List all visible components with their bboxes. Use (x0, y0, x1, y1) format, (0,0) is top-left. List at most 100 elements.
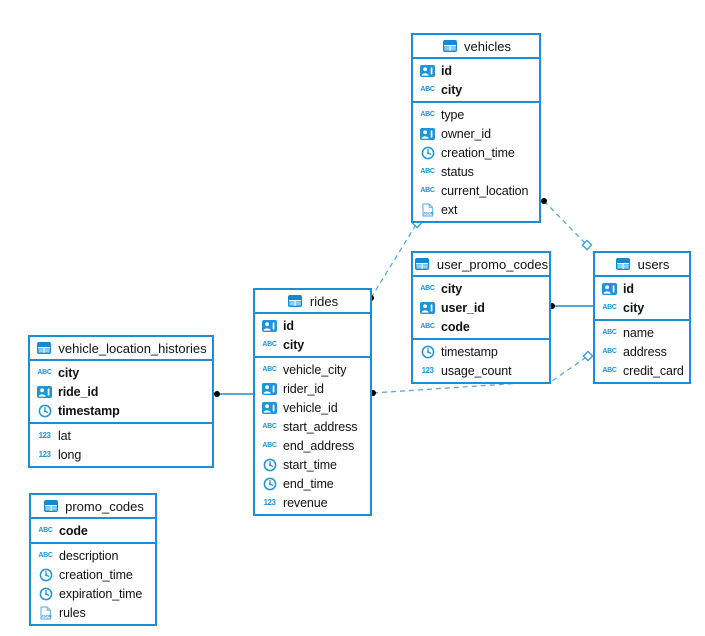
id-icon (601, 282, 618, 296)
table-icon (287, 294, 304, 308)
field-label: timestamp (58, 403, 120, 418)
field-row-rider_id[interactable]: rider_id (255, 379, 370, 398)
key-field-row-id[interactable]: id (413, 61, 539, 80)
field-row-start_time[interactable]: start_time (255, 455, 370, 474)
field-row-current_location[interactable]: ABC current_location (413, 181, 539, 200)
field-row-creation_time[interactable]: creation_time (31, 565, 155, 584)
field-label: end_time (283, 476, 334, 491)
field-row-expiration_time[interactable]: expiration_time (31, 584, 155, 603)
number-icon-glyph: 123 (263, 498, 276, 507)
text-icon-glyph: ABC (420, 323, 435, 330)
timestamp-icon (36, 404, 53, 418)
key-field-row-code[interactable]: ABC code (31, 521, 155, 540)
number-icon: 123 (36, 448, 53, 462)
text-icon: ABC (37, 524, 54, 538)
key-field-row-id[interactable]: id (595, 279, 689, 298)
field-row-timestamp[interactable]: timestamp (413, 342, 549, 361)
text-icon-glyph: ABC (38, 527, 53, 534)
number-icon: 123 (261, 496, 278, 510)
number-icon: 123 (419, 364, 436, 378)
field-label: city (58, 365, 80, 380)
field-label: vehicle_id (283, 400, 338, 415)
table-header-users[interactable]: users (595, 253, 689, 277)
table-header-user_promo_codes[interactable]: user_promo_codes (413, 253, 549, 277)
field-row-creation_time[interactable]: creation_time (413, 143, 539, 162)
relationship-dot-marker (214, 391, 220, 397)
number-icon-glyph: 123 (38, 450, 51, 459)
table-header-promo_codes[interactable]: promo_codes (31, 495, 155, 519)
field-label: code (59, 523, 88, 538)
text-icon: ABC (601, 326, 618, 340)
table-header-vehicles[interactable]: vehicles (413, 35, 539, 59)
field-row-vehicle_id[interactable]: vehicle_id (255, 398, 370, 417)
table-header-rides[interactable]: rides (255, 290, 370, 314)
key-field-row-user_id[interactable]: user_id (413, 298, 549, 317)
id-icon (36, 385, 53, 399)
text-icon-glyph: ABC (262, 442, 277, 449)
table-header-vehicle_location_histories[interactable]: vehicle_location_histories (30, 337, 212, 361)
field-label: type (441, 107, 465, 122)
key-field-row-ride_id[interactable]: ride_id (30, 382, 212, 401)
text-icon: ABC (419, 165, 436, 179)
field-label: creation_time (441, 145, 515, 160)
number-icon-glyph: 123 (38, 431, 51, 440)
field-row-end_time[interactable]: end_time (255, 474, 370, 493)
field-label: revenue (283, 495, 328, 510)
field-row-owner_id[interactable]: owner_id (413, 124, 539, 143)
field-row-type[interactable]: ABC type (413, 105, 539, 124)
field-label: id (623, 281, 634, 296)
field-label: id (441, 63, 452, 78)
text-icon-glyph: ABC (420, 285, 435, 292)
text-icon-glyph: ABC (420, 111, 435, 118)
field-label: current_location (441, 183, 529, 198)
text-icon-glyph: ABC (420, 86, 435, 93)
field-row-long[interactable]: 123 long (30, 445, 212, 464)
field-label: expiration_time (59, 586, 143, 601)
field-label: long (58, 447, 82, 462)
text-icon-glyph: ABC (420, 187, 435, 194)
text-icon: ABC (601, 364, 618, 378)
text-icon: ABC (419, 282, 436, 296)
text-icon: ABC (36, 366, 53, 380)
text-icon-glyph: ABC (262, 366, 277, 373)
key-field-row-id[interactable]: id (255, 316, 370, 335)
timestamp-icon (261, 477, 278, 491)
text-icon: ABC (261, 363, 278, 377)
json-icon: JSON (419, 202, 436, 217)
key-field-row-timestamp[interactable]: timestamp (30, 401, 212, 420)
field-label: timestamp (441, 344, 498, 359)
field-label: address (623, 344, 667, 359)
text-icon: ABC (419, 320, 436, 334)
table-icon (441, 39, 458, 53)
key-field-row-city[interactable]: ABC city (30, 363, 212, 382)
field-row-revenue[interactable]: 123 revenue (255, 493, 370, 512)
relationship-dot-marker (541, 198, 547, 204)
